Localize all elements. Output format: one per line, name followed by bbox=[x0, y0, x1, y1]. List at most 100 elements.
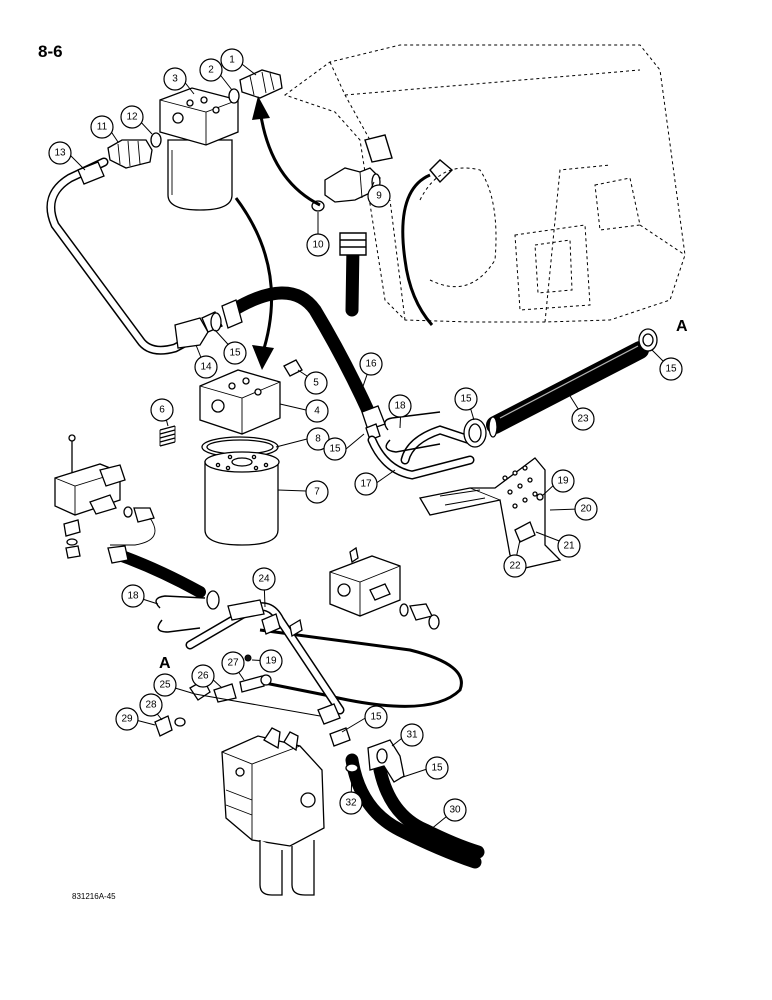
flow-arrow-down bbox=[234, 197, 274, 356]
svg-text:7: 7 bbox=[314, 487, 320, 498]
callout-18-b: 18 bbox=[121, 584, 145, 608]
callout-31: 31 bbox=[400, 723, 424, 747]
mounting-bracket-20 bbox=[418, 457, 562, 569]
callout-13: 13 bbox=[48, 141, 72, 165]
callout-18-a: 18 bbox=[388, 394, 412, 418]
callout-16: 16 bbox=[359, 352, 383, 376]
callout-2: 2 bbox=[199, 58, 223, 82]
svg-text:25: 25 bbox=[159, 680, 171, 691]
svg-text:10: 10 bbox=[312, 240, 324, 251]
pilot-line bbox=[110, 517, 156, 546]
svg-text:18: 18 bbox=[394, 401, 406, 412]
reference-labels: A A bbox=[159, 318, 688, 672]
callout-28: 28 bbox=[139, 693, 163, 717]
callout-12: 12 bbox=[120, 105, 144, 129]
callout-29: 29 bbox=[115, 707, 139, 731]
svg-text:3: 3 bbox=[172, 74, 178, 85]
callout-25: 25 bbox=[153, 673, 177, 697]
flow-arrow-top bbox=[258, 109, 321, 207]
svg-text:8: 8 bbox=[315, 434, 321, 445]
svg-text:31: 31 bbox=[406, 730, 418, 741]
svg-text:15: 15 bbox=[431, 763, 443, 774]
u-bolt-18-bottom bbox=[155, 595, 206, 633]
u-bolt-18-top bbox=[384, 411, 441, 453]
callout-19-a: 19 bbox=[551, 469, 575, 493]
arrowhead-down bbox=[252, 345, 274, 370]
callout-15-b: 15 bbox=[323, 437, 347, 461]
callout-11: 11 bbox=[90, 115, 114, 139]
svg-text:21: 21 bbox=[563, 541, 575, 552]
hose-16 bbox=[223, 286, 377, 422]
svg-text:32: 32 bbox=[345, 798, 357, 809]
svg-text:26: 26 bbox=[197, 671, 209, 682]
callout-9: 9 bbox=[367, 184, 391, 208]
callout-24: 24 bbox=[252, 567, 276, 591]
callout-8: 8 bbox=[306, 427, 330, 451]
callout-15-e: 15 bbox=[364, 705, 388, 729]
svg-text:20: 20 bbox=[580, 504, 592, 515]
callout-4: 4 bbox=[305, 399, 329, 423]
callout-17: 17 bbox=[354, 472, 378, 496]
svg-text:1: 1 bbox=[229, 55, 235, 66]
svg-text:14: 14 bbox=[200, 362, 212, 373]
reference-label-top: A bbox=[676, 318, 688, 335]
callout-27: 27 bbox=[221, 651, 245, 675]
return-line bbox=[401, 173, 434, 326]
svg-text:19: 19 bbox=[557, 476, 569, 487]
callout-15-c: 15 bbox=[454, 387, 478, 411]
svg-text:18: 18 bbox=[127, 591, 139, 602]
callout-32: 32 bbox=[339, 791, 363, 815]
svg-text:15: 15 bbox=[229, 348, 241, 359]
callout-6: 6 bbox=[150, 398, 174, 422]
hose-23 bbox=[486, 341, 649, 434]
page-number: 8-6 bbox=[38, 42, 63, 61]
callout-15-a: 15 bbox=[223, 341, 247, 365]
svg-text:29: 29 bbox=[121, 714, 133, 725]
svg-text:6: 6 bbox=[159, 405, 165, 416]
svg-text:9: 9 bbox=[376, 191, 382, 202]
callout-22: 22 bbox=[503, 554, 527, 578]
diverter-valve bbox=[329, 546, 440, 630]
arrowhead-top bbox=[252, 96, 270, 120]
svg-text:15: 15 bbox=[665, 364, 677, 375]
svg-text:13: 13 bbox=[54, 148, 66, 159]
svg-text:22: 22 bbox=[509, 561, 521, 572]
svg-text:19: 19 bbox=[265, 656, 277, 667]
callout-26: 26 bbox=[191, 664, 215, 688]
svg-text:2: 2 bbox=[208, 65, 214, 76]
svg-text:15: 15 bbox=[370, 712, 382, 723]
callout-15-d: 15 bbox=[659, 357, 683, 381]
callout-5: 5 bbox=[304, 371, 328, 395]
callout-19-b: 19 bbox=[259, 649, 283, 673]
svg-text:17: 17 bbox=[360, 479, 372, 490]
svg-text:4: 4 bbox=[314, 406, 320, 417]
svg-text:11: 11 bbox=[97, 122, 108, 133]
callout-21: 21 bbox=[557, 534, 581, 558]
elbow-14 bbox=[174, 317, 209, 349]
reference-label-bottom: A bbox=[159, 655, 171, 672]
svg-text:30: 30 bbox=[449, 805, 461, 816]
filter-assembly-top bbox=[107, 69, 381, 212]
svg-text:24: 24 bbox=[258, 574, 270, 585]
callout-7: 7 bbox=[305, 480, 329, 504]
callout-30: 30 bbox=[443, 798, 467, 822]
pilot-hose bbox=[249, 628, 463, 708]
hose-relief bbox=[116, 550, 206, 598]
svg-text:15: 15 bbox=[460, 394, 472, 405]
svg-text:5: 5 bbox=[313, 378, 319, 389]
callout-10: 10 bbox=[306, 233, 330, 257]
svg-text:15: 15 bbox=[329, 444, 341, 455]
hose-30 bbox=[345, 753, 482, 869]
filter-exploded bbox=[159, 359, 303, 546]
svg-text:27: 27 bbox=[227, 658, 239, 669]
svg-text:16: 16 bbox=[365, 359, 377, 370]
callout-14: 14 bbox=[194, 355, 218, 379]
control-valve bbox=[221, 727, 325, 896]
svg-text:28: 28 bbox=[145, 700, 157, 711]
svg-text:23: 23 bbox=[577, 414, 589, 425]
clamp-hardware bbox=[154, 654, 272, 737]
svg-text:12: 12 bbox=[126, 112, 138, 123]
relief-valve-block bbox=[54, 434, 155, 559]
suction-hose bbox=[345, 238, 360, 317]
